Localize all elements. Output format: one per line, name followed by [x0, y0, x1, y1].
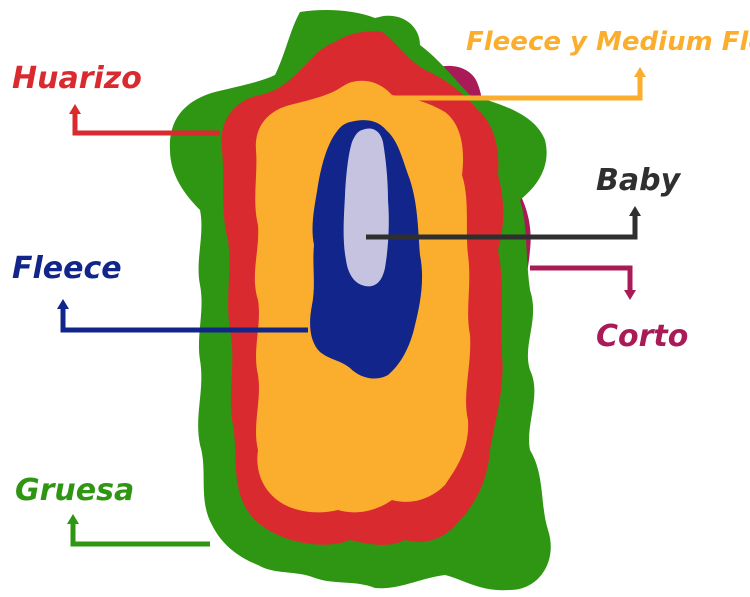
fleece-arrowhead [57, 299, 69, 309]
gruesa-arrowhead [67, 514, 79, 524]
gruesa-leader-line [73, 522, 210, 544]
gruesa-label: Gruesa [15, 473, 134, 508]
fleece-medium-label: Fleece y Medium Fleece [466, 27, 750, 57]
baby-region [344, 129, 389, 287]
baby-label: Baby [596, 163, 682, 198]
huarizo-label: Huarizo [12, 61, 142, 96]
huarizo-arrowhead [69, 104, 81, 114]
fleece-label: Fleece [12, 251, 122, 286]
corto-leader-line [530, 268, 630, 292]
baby-arrowhead [629, 206, 641, 216]
corto-label: Corto [596, 319, 688, 354]
corto-arrowhead [624, 290, 636, 300]
fleece-medium-arrowhead [634, 67, 646, 77]
